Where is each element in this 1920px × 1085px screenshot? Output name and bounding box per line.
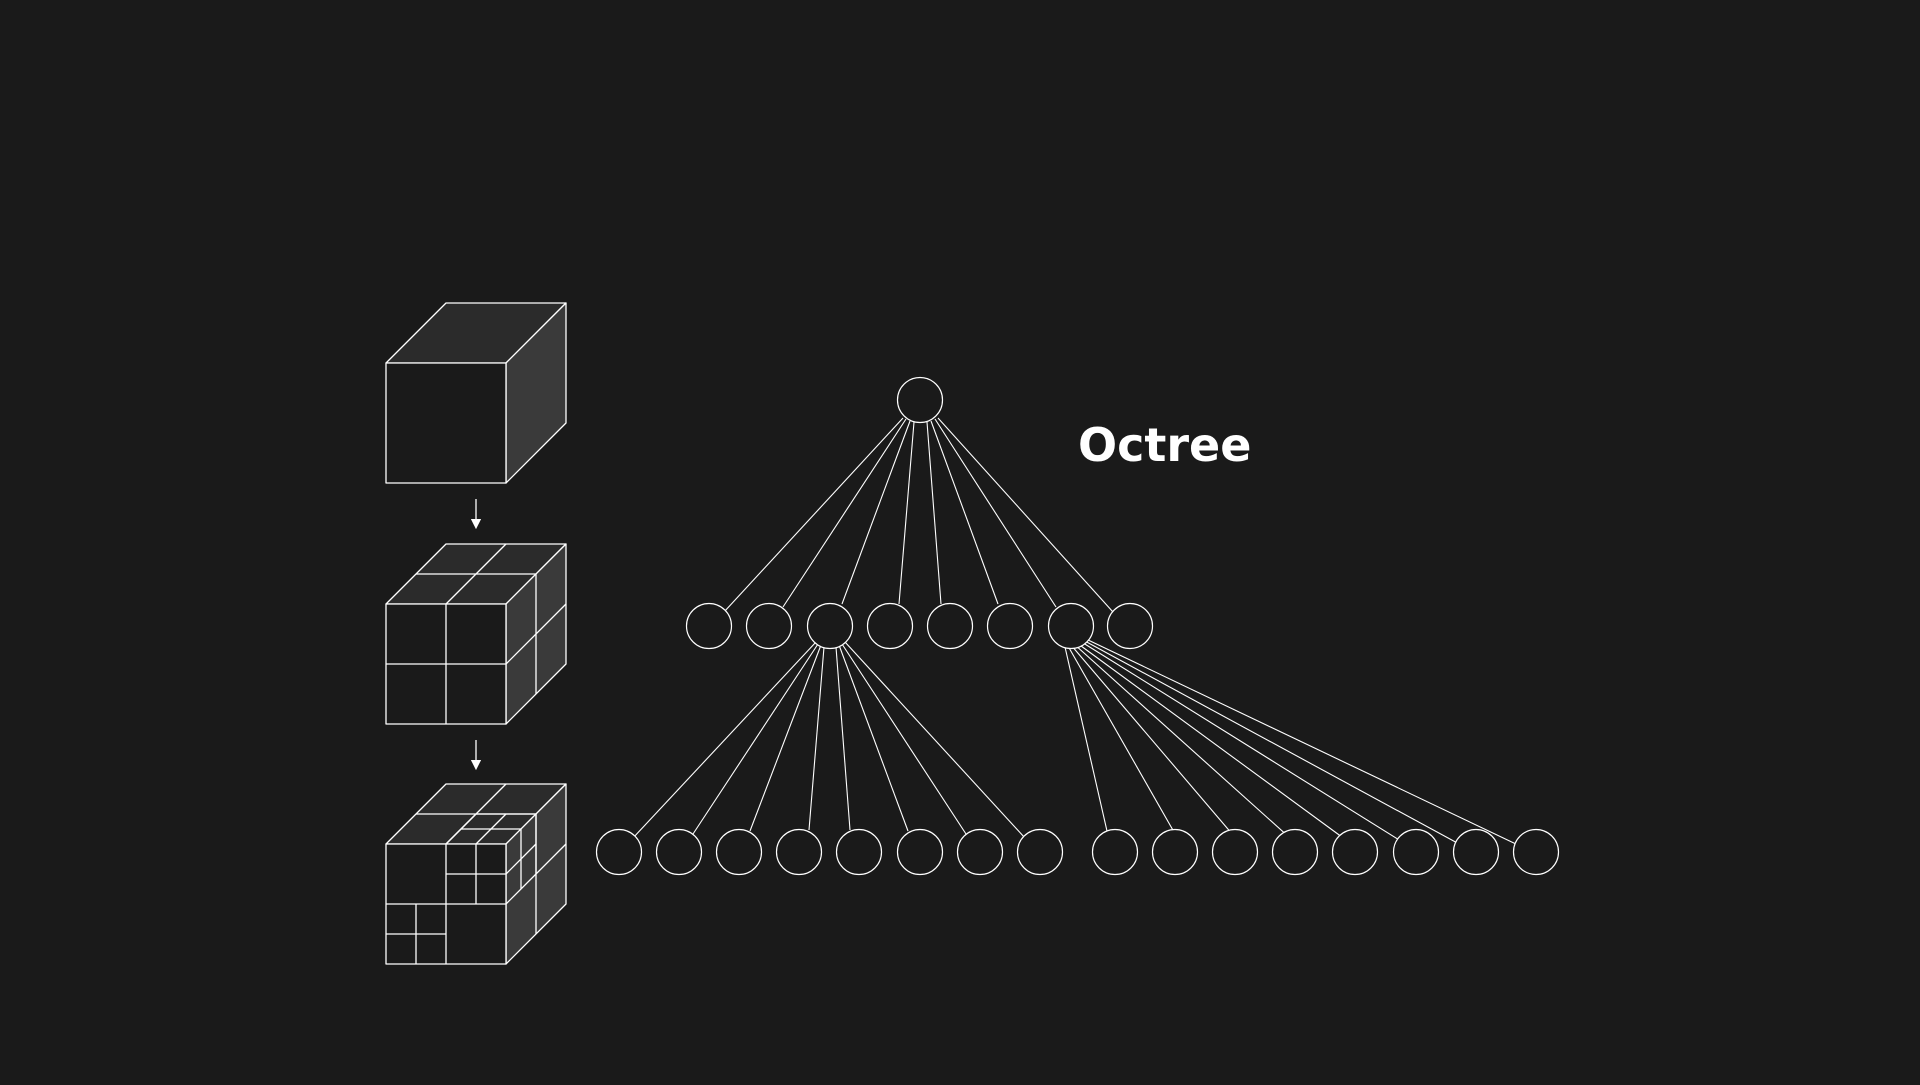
side-split-height: [506, 604, 566, 664]
tree-node-level-2: [777, 830, 822, 875]
tree-node-level-2: [1018, 830, 1063, 875]
tree-edge: [693, 644, 818, 834]
tree-edge: [724, 418, 903, 612]
sub-inner-left-edge: [446, 814, 476, 844]
tree-node-level-2: [1093, 830, 1138, 875]
tree-edge: [842, 421, 910, 604]
tree-edge: [633, 642, 816, 838]
tree-node-level-1: [988, 604, 1033, 649]
tree-edge: [836, 647, 850, 830]
tree-edge: [927, 422, 941, 604]
tree-node-level-2: [1394, 830, 1439, 875]
top-split-width: [446, 544, 506, 604]
tree-node-level-2: [1333, 830, 1378, 875]
tree-node-level-2: [958, 830, 1003, 875]
subdivided-cube-level-1: [386, 544, 566, 724]
tree-edge: [1080, 641, 1404, 843]
tree-node-level-1: [928, 604, 973, 649]
subdivided-cube-level-2: [386, 784, 566, 964]
tree-edge: [935, 419, 1056, 607]
tree-node-level-1: [687, 604, 732, 649]
tree-edge: [1083, 640, 1461, 845]
tree-node-level-2: [1153, 830, 1198, 875]
sub-top-width: [476, 814, 506, 844]
tree-edge: [1071, 645, 1233, 835]
tree-node-level-1: [868, 604, 913, 649]
diagram-title: Octree: [1078, 418, 1252, 472]
tree-edge: [783, 419, 906, 607]
tree-node-level-2: [657, 830, 702, 875]
tree-node-level-2: [1454, 830, 1499, 875]
tree-edge: [1074, 644, 1290, 838]
tree-edge: [809, 647, 824, 830]
tree-edge: [1065, 647, 1107, 831]
tree-nodes: [597, 378, 1559, 875]
tree-edge: [842, 644, 966, 834]
tree-node-level-2: [898, 830, 943, 875]
tree-edge: [931, 421, 998, 604]
tree-edge: [845, 642, 1025, 838]
tree-node-level-1: [808, 604, 853, 649]
tree-node-level-2: [717, 830, 762, 875]
tree-edge: [1077, 643, 1346, 840]
tree-node-level-2: [597, 830, 642, 875]
tree-edge: [899, 422, 914, 604]
tree-node-level-1: [1108, 604, 1153, 649]
tree-node-level-1: [747, 604, 792, 649]
tree-node-level-2: [1213, 830, 1258, 875]
tree-edges: [633, 418, 1518, 845]
tree-edge: [1086, 639, 1518, 845]
tree-node-level-2: [1514, 830, 1559, 875]
tree-edge: [938, 418, 1113, 612]
tree-node-level-1: [1049, 604, 1094, 649]
undivided-cube: [386, 303, 566, 483]
tree-node-level-2: [837, 830, 882, 875]
tree-root-node: [898, 378, 943, 423]
tree-edge: [839, 645, 908, 831]
cube-front-face: [386, 363, 506, 483]
tree-edge: [1068, 646, 1174, 832]
sub-side-height: [506, 844, 536, 874]
tree-edge: [750, 645, 821, 831]
tree-node-level-2: [1273, 830, 1318, 875]
